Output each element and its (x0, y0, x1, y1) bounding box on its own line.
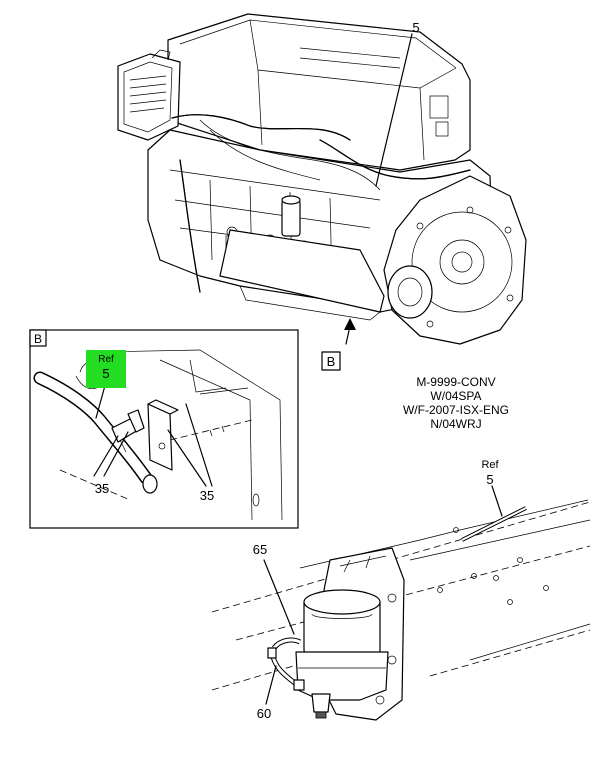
note-line-2: W/04SPA (430, 389, 481, 403)
callout-detail-35-left: 35 (95, 481, 109, 496)
highlight-ref-number: 5 (102, 366, 109, 381)
note-line-1: M-9999-CONV (416, 375, 495, 389)
highlight-ref-5[interactable] (86, 350, 126, 388)
view-arrow-b-label: B (327, 354, 336, 369)
highlight-ref-label: Ref (98, 354, 114, 365)
callout-bottom-65: 65 (253, 542, 267, 557)
view-arrow-b (321, 318, 356, 371)
fuel-filter-illustration (211, 485, 591, 721)
applicability-notes: M-9999-CONV W/04SPA W/F-2007-ISX-ENG N/0… (403, 375, 509, 431)
callout-bottom-ref-number: 5 (486, 472, 493, 487)
callout-bottom-60: 60 (257, 706, 271, 721)
detail-b-label: B (34, 332, 42, 346)
note-line-4: N/04WRJ (430, 417, 481, 431)
note-line-3: W/F-2007-ISX-ENG (403, 403, 509, 417)
engine-illustration (117, 13, 527, 345)
callout-detail-35-right: 35 (200, 488, 214, 503)
callout-top-ref-5: 5 (412, 20, 419, 35)
callout-bottom-ref-label: Ref (481, 459, 499, 471)
detail-b-box (29, 329, 299, 529)
